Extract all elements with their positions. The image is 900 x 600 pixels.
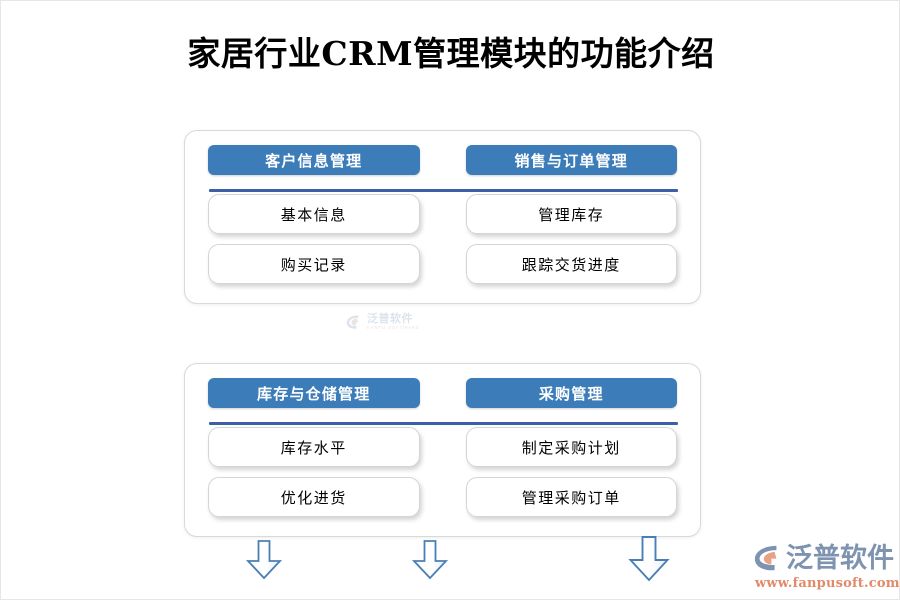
brand-logo: 泛普软件 www.fanpusoft.com [753,541,899,593]
sub-item-manage-inventory[interactable]: 管理库存 [465,194,677,234]
column-items-sales-order: 管理库存 跟踪交货进度 [465,194,677,284]
brand-logo-url: www.fanpusoft.com [755,576,900,591]
sub-item-manage-purchase-order[interactable]: 管理采购订单 [465,477,677,517]
group-divider-2 [209,422,678,425]
sub-item-purchase-record[interactable]: 购买记录 [208,244,420,284]
down-arrow-icon-2 [411,540,449,580]
watermark-en: FANPU SOFTWARE [367,324,420,330]
sub-item-optimize-restock[interactable]: 优化进货 [208,477,420,517]
sub-item-procurement-plan[interactable]: 制定采购计划 [465,427,677,467]
sub-item-basic-info[interactable]: 基本信息 [208,194,420,234]
group-column-sales-order: 销售与订单管理 管理库存 跟踪交货进度 [443,131,701,303]
watermark-cn: 泛普软件 [367,312,413,325]
group-card-customer-and-sales: 客户信息管理 基本信息 购买记录 销售与订单管理 管理库存 跟踪交货进度 [184,130,701,304]
sub-item-track-delivery[interactable]: 跟踪交货进度 [465,244,677,284]
down-arrow-icon-3 [628,536,670,582]
sub-item-stock-level[interactable]: 库存水平 [208,427,420,467]
column-items-inventory-warehouse: 库存水平 优化进货 [208,427,420,517]
column-header-customer-info[interactable]: 客户信息管理 [208,145,420,175]
page-title: 家居行业CRM管理模块的功能介绍 [187,34,715,73]
group-divider-1 [209,189,678,192]
column-header-sales-order[interactable]: 销售与订单管理 [465,145,677,175]
down-arrow-icon-1 [245,540,283,580]
column-items-customer-info: 基本信息 购买记录 [208,194,420,284]
watermark: 泛普软件 FANPU SOFTWARE [345,309,465,335]
watermark-logo-icon [346,315,359,329]
column-items-procurement: 制定采购计划 管理采购订单 [465,427,677,517]
group-card-inventory-and-purchase: 库存与仓储管理 库存水平 优化进货 采购管理 制定采购计划 管理采购订单 [184,363,701,537]
column-header-inventory-warehouse[interactable]: 库存与仓储管理 [208,378,420,408]
group-column-customer-info: 客户信息管理 基本信息 购买记录 [185,131,443,303]
group-column-inventory-warehouse: 库存与仓储管理 库存水平 优化进货 [185,364,443,536]
brand-logo-text: 泛普软件 [786,542,894,573]
column-header-procurement[interactable]: 采购管理 [465,378,677,408]
group-column-procurement: 采购管理 制定采购计划 管理采购订单 [443,364,701,536]
brand-logo-icon [754,545,777,571]
